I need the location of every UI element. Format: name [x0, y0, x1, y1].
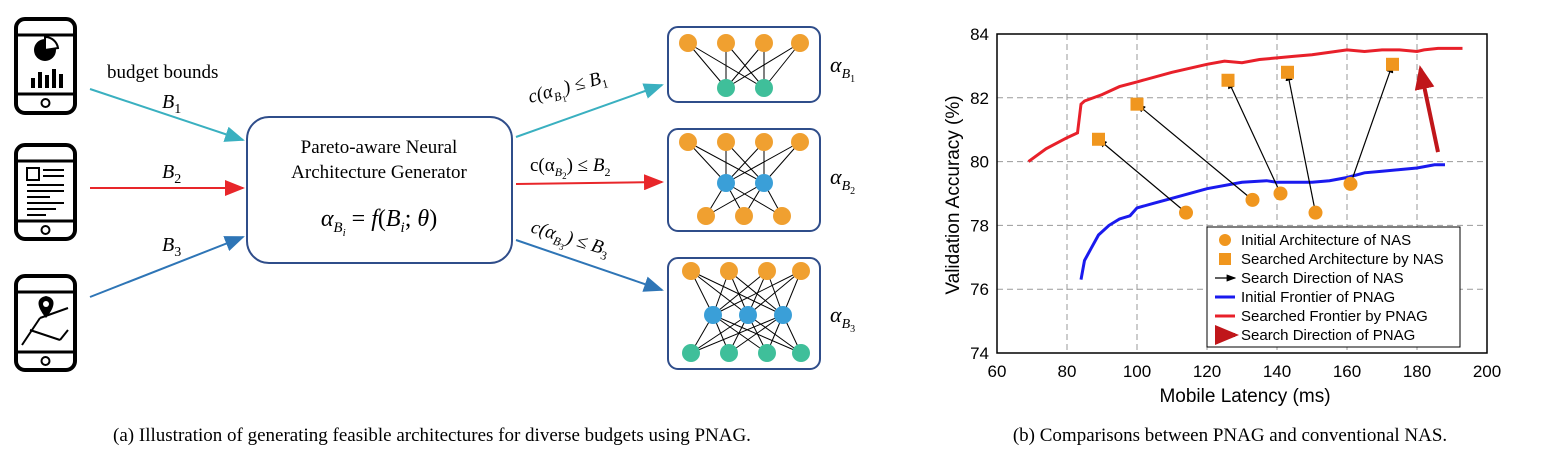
generator-box: Pareto-aware Neural Architecture Generat…: [246, 116, 513, 264]
y-tick-label: 82: [970, 89, 989, 108]
initial-architecture-point: [1179, 205, 1193, 220]
nas-search-arrow: [1227, 79, 1282, 194]
chart-legend: Initial Architecture of NAS Searched Arch…: [1206, 226, 1461, 348]
nas-search-arrow: [1285, 71, 1317, 213]
constraint-2: c(αB2) ≤ B2: [530, 155, 610, 181]
output-arrow-2: [515, 174, 664, 191]
output-label-2: αB2: [830, 164, 855, 197]
initial-architecture-point: [1343, 176, 1358, 191]
budget-arrow-b3: [89, 236, 245, 298]
constraint-1: c(αB1) ≤ B1: [526, 67, 610, 113]
searched-architecture-point: [1221, 73, 1235, 87]
legend-label: Initial Frontier of PNAG: [1241, 289, 1395, 306]
legend-label: Search Direction of PNAG: [1241, 327, 1415, 344]
searched-architecture-point: [1092, 132, 1105, 146]
initial-architecture-point: [1273, 186, 1288, 201]
generator-title-line1: Pareto-aware Neural: [301, 137, 458, 158]
output-arrow-1: [515, 83, 664, 138]
searched-architecture-point: [1130, 97, 1144, 111]
architecture-box-1: [667, 26, 821, 103]
nas-search-arrow: [1097, 138, 1187, 214]
series-line: [1027, 46, 1463, 163]
budget-arrow-b1: [89, 88, 245, 142]
series-line: [1079, 163, 1445, 280]
y-tick-label: 74: [970, 344, 989, 363]
output-label-1: αB1: [830, 52, 855, 85]
phone-map-icon: [14, 274, 77, 372]
x-axis-label: Mobile Latency (ms): [1159, 386, 1330, 407]
y-tick-label: 78: [970, 216, 989, 235]
nas-search-arrow: [1349, 63, 1394, 185]
architecture-box-3: [667, 257, 821, 370]
caption-a: (a) Illustration of generating feasible …: [113, 425, 751, 446]
legend-label: Searched Frontier by PNAG: [1241, 308, 1428, 325]
right-chart: Validation Accuracy (%) Mobile Latency (…: [943, 25, 1501, 446]
chart-series: [1027, 46, 1463, 280]
searched-architecture-point: [1386, 57, 1399, 71]
x-tick-label: 200: [1473, 362, 1501, 381]
budget-label-b2: B2: [162, 161, 181, 187]
nas-search-arrow: [1136, 103, 1253, 201]
budget-label-b3: B3: [162, 234, 181, 260]
legend-label: Initial Architecture of NAS: [1241, 232, 1411, 249]
x-tick-label: 180: [1403, 362, 1431, 381]
x-tick-label: 60: [988, 362, 1007, 381]
legend-box: [1206, 226, 1461, 348]
legend-label: Searched Architecture by NAS: [1241, 251, 1444, 268]
x-tick-label: 120: [1193, 362, 1221, 381]
chart-ticks: 60 80 100 120 140 160 180 200 74 76 78 80 82 84: [970, 25, 1501, 381]
initial-architecture-point: [1308, 205, 1323, 220]
legend-marker-square: [1219, 253, 1231, 265]
output-arrow-3: [515, 239, 664, 292]
x-tick-label: 80: [1058, 362, 1077, 381]
y-tick-label: 84: [970, 25, 989, 44]
initial-architecture-point: [1245, 192, 1260, 207]
legend-label: Search Direction of NAS: [1241, 270, 1404, 287]
output-label-3: αB3: [830, 302, 855, 335]
budget-label-b1: B1: [162, 91, 181, 117]
y-tick-label: 80: [970, 153, 989, 172]
searched-architecture-point: [1281, 65, 1294, 79]
plot-frame: [996, 33, 1488, 354]
x-tick-label: 160: [1333, 362, 1361, 381]
generator-title-line2: Architecture Generator: [291, 162, 467, 183]
phone-document-icon: [14, 143, 77, 241]
architecture-box-2: [667, 128, 821, 232]
y-tick-label: 76: [970, 280, 989, 299]
x-tick-label: 140: [1263, 362, 1291, 381]
y-axis-label: Validation Accuracy (%): [943, 95, 964, 294]
pnag-search-arrow: [1414, 65, 1440, 153]
phone-chart-icon: [14, 17, 77, 115]
legend-marker-circle: [1219, 234, 1231, 246]
left-figure: budget bounds B1 B2 B3 Pareto-aware Neur…: [14, 17, 855, 446]
x-tick-label: 100: [1123, 362, 1151, 381]
budget-bounds-label: budget bounds: [107, 62, 218, 83]
caption-b: (b) Comparisons between PNAG and convent…: [1013, 425, 1447, 446]
